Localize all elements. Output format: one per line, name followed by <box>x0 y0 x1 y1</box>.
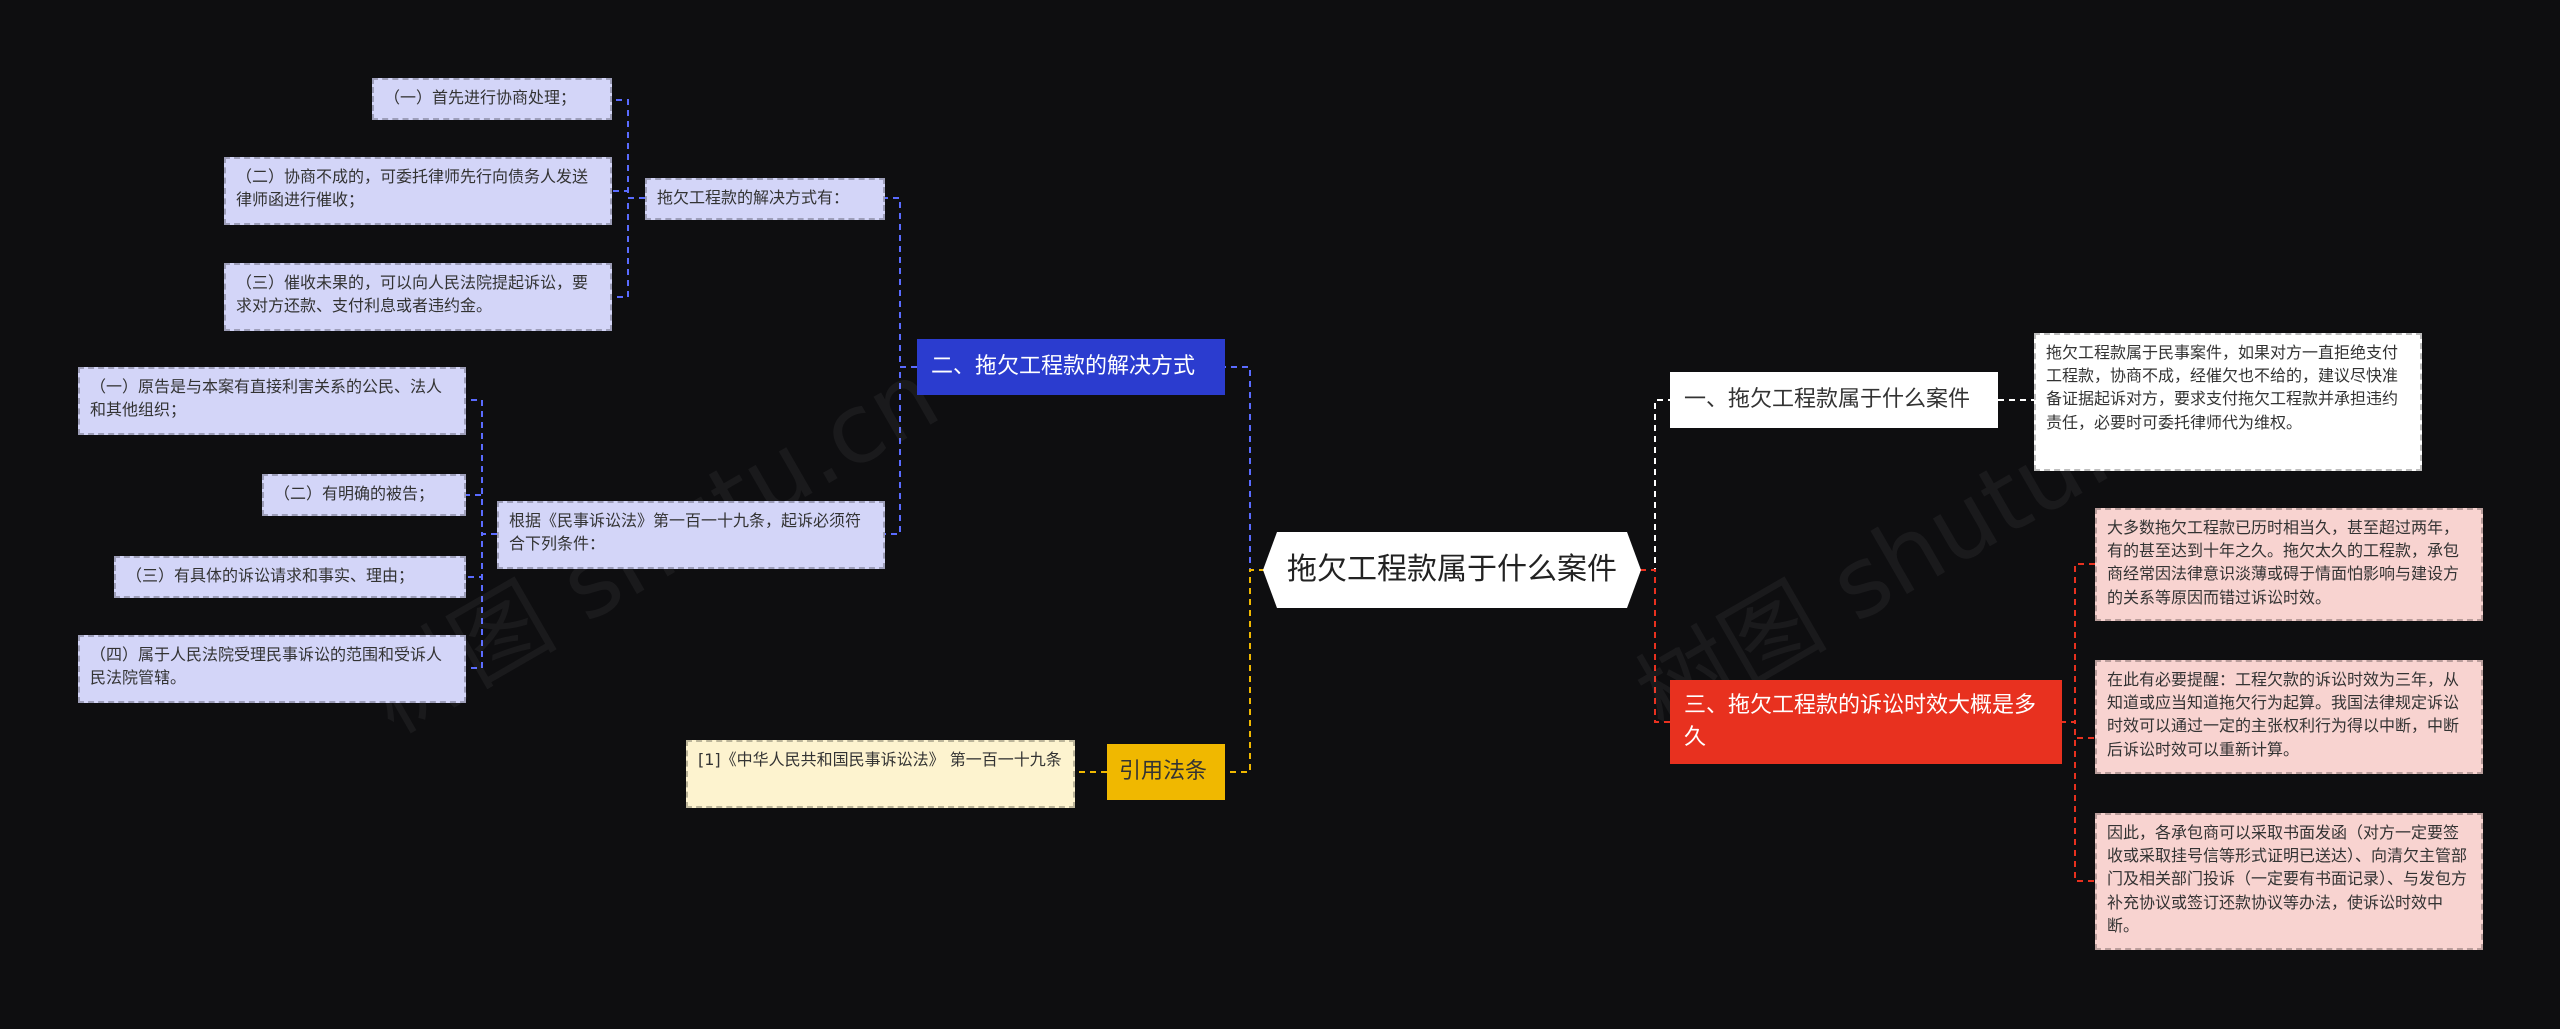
topic-limitation-period[interactable]: 三、拖欠工程款的诉讼时效大概是多久 <box>1670 680 2062 764</box>
note-cited-law[interactable]: [1]《中华人民共和国民事诉讼法》 第一百一十九条 <box>686 740 1075 808</box>
resolution-item-2[interactable]: （二）协商不成的，可委托律师先行向债务人发送律师函进行催收； <box>224 157 612 225</box>
resolution-item-3[interactable]: （三）催收未果的，可以向人民法院提起诉讼，要求对方还款、支付利息或者违约金。 <box>224 263 612 331</box>
note-limitation-3[interactable]: 因此，各承包商可以采取书面发函（对方一定要签收或采取挂号信等形式证明已送达）、向… <box>2095 813 2483 950</box>
topic-cited-law[interactable]: 引用法条 <box>1107 744 1225 800</box>
condition-item-3[interactable]: （三）有具体的诉讼请求和事实、理由； <box>114 556 466 598</box>
note-limitation-2[interactable]: 在此有必要提醒：工程欠款的诉讼时效为三年，从知道或应当知道拖欠行为起算。我国法律… <box>2095 660 2483 774</box>
note-case-type-detail[interactable]: 拖欠工程款属于民事案件，如果对方一直拒绝支付工程款，协商不成，经催欠也不给的，建… <box>2034 333 2422 471</box>
condition-item-2[interactable]: （二）有明确的被告； <box>262 474 466 516</box>
topic-case-type[interactable]: 一、拖欠工程款属于什么案件 <box>1670 372 1998 428</box>
condition-item-1[interactable]: （一）原告是与本案有直接利害关系的公民、法人和其他组织； <box>78 367 466 435</box>
condition-item-4[interactable]: （四）属于人民法院受理民事诉讼的范围和受诉人民法院管辖。 <box>78 635 466 703</box>
subtopic-lawsuit-conditions[interactable]: 根据《民事诉讼法》第一百一十九条，起诉必须符合下列条件： <box>497 501 885 569</box>
topic-resolution-methods[interactable]: 二、拖欠工程款的解决方式 <box>917 339 1225 395</box>
resolution-item-1[interactable]: （一）首先进行协商处理； <box>372 78 612 120</box>
subtopic-resolution-list[interactable]: 拖欠工程款的解决方式有： <box>645 178 885 220</box>
note-limitation-1[interactable]: 大多数拖欠工程款已历时相当久，甚至超过两年，有的甚至达到十年之久。拖欠太久的工程… <box>2095 508 2483 621</box>
central-topic[interactable]: 拖欠工程款属于什么案件 <box>1263 532 1641 608</box>
